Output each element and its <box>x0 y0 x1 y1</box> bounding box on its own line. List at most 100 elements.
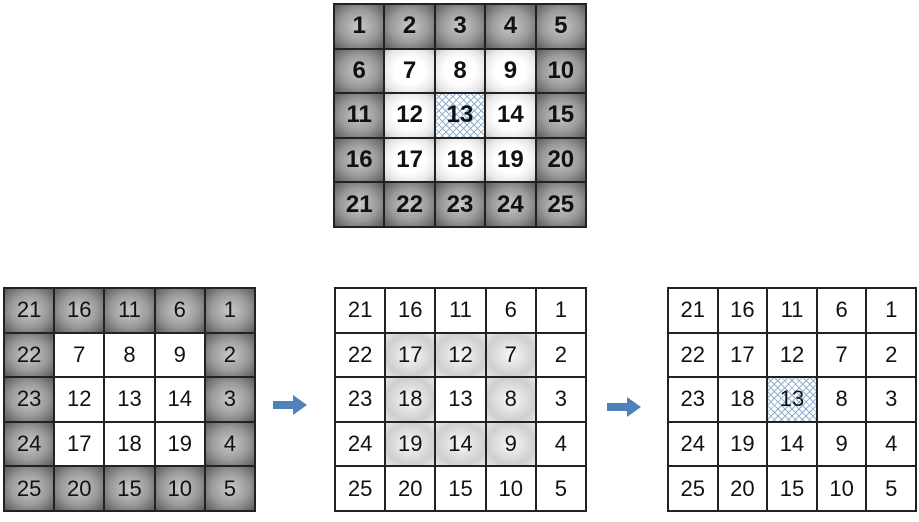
grid-cell: 18 <box>717 377 768 422</box>
grid-cell: 4 <box>866 421 916 467</box>
grid-cell: 20 <box>535 137 586 183</box>
grid-cell: 25 <box>4 466 55 511</box>
grid-cell: 23 <box>668 377 718 422</box>
grid-cell: 1 <box>334 4 385 49</box>
grid-cell: 9 <box>485 48 536 94</box>
grid-cell: 20 <box>54 466 105 511</box>
grid-cell: 16 <box>334 137 385 183</box>
grid-cell: 25 <box>535 182 586 227</box>
grid-cell: 24 <box>335 421 386 467</box>
grid-cell: 3 <box>866 377 916 422</box>
grid-cell: 25 <box>668 466 718 511</box>
grid-cell: 2 <box>866 332 916 378</box>
grid-cell: 13 <box>104 377 155 422</box>
grid-cell: 22 <box>668 332 718 378</box>
grid-cell: 7 <box>816 332 867 378</box>
grid-cell: 20 <box>385 466 436 511</box>
grid-cell: 8 <box>816 377 867 422</box>
grid-cell: 13 <box>434 93 486 138</box>
grid-cell: 5 <box>535 4 586 49</box>
grid-cell: 5 <box>866 466 916 511</box>
grid-cell: 1 <box>535 288 586 333</box>
grid-cell: 13 <box>435 377 486 422</box>
arrow-right-icon <box>273 395 307 415</box>
grid-cell: 16 <box>54 288 105 333</box>
grid-cell: 7 <box>485 332 536 378</box>
grid-cell: 6 <box>154 288 205 333</box>
grid-cell: 11 <box>435 288 486 333</box>
grid-cell: 3 <box>535 377 586 422</box>
grid-cell: 4 <box>535 421 586 467</box>
grid-cell: 13 <box>767 377 817 422</box>
grid-cell: 6 <box>485 288 536 333</box>
grid-cell: 9 <box>816 421 867 467</box>
grid-cell: 9 <box>485 421 536 467</box>
grid-cell: 10 <box>154 466 205 511</box>
grid-cell: 15 <box>767 466 817 511</box>
grid-cell: 23 <box>434 182 486 227</box>
grid-cell: 22 <box>384 182 435 227</box>
grid-cell: 1 <box>204 288 255 333</box>
grid-cell: 18 <box>385 377 436 422</box>
grid-cell: 2 <box>384 4 435 49</box>
grid-cell: 17 <box>385 332 436 378</box>
grid-cell: 19 <box>717 421 768 467</box>
grid-cell: 23 <box>335 377 386 422</box>
grid-cell: 18 <box>104 421 155 467</box>
grid-cell: 8 <box>434 48 486 94</box>
grid-cell: 23 <box>4 377 55 422</box>
grid-cell: 14 <box>154 377 205 422</box>
grid-cell: 2 <box>535 332 586 378</box>
grid-cell: 16 <box>717 288 768 333</box>
arrow-right-icon <box>607 397 641 417</box>
grid-cell: 15 <box>535 93 586 138</box>
grid-cell: 3 <box>434 4 486 49</box>
grid-cell: 1 <box>866 288 916 333</box>
grid-cell: 22 <box>4 332 55 378</box>
grid-cell: 24 <box>668 421 718 467</box>
grid-cell: 25 <box>335 466 386 511</box>
grid-cell: 21 <box>335 288 386 333</box>
grid-cell: 9 <box>154 332 205 378</box>
grid-cell: 6 <box>816 288 867 333</box>
grid-cell: 8 <box>485 377 536 422</box>
grid-cell: 15 <box>435 466 486 511</box>
grid-cell: 8 <box>104 332 155 378</box>
grid-cell: 21 <box>334 182 385 227</box>
grid-cell: 7 <box>54 332 105 378</box>
grid-cell: 4 <box>485 4 536 49</box>
grid-cell: 21 <box>668 288 718 333</box>
grid-cell: 6 <box>334 48 385 94</box>
grid-cell: 19 <box>154 421 205 467</box>
grid-cell: 24 <box>485 182 536 227</box>
grid-cell: 4 <box>204 421 255 467</box>
grid-cell: 3 <box>204 377 255 422</box>
grid-cell: 19 <box>385 421 436 467</box>
grid-cell: 17 <box>54 421 105 467</box>
grid-cell: 12 <box>435 332 486 378</box>
grid-cell: 7 <box>384 48 435 94</box>
grid-cell: 19 <box>485 137 536 183</box>
grid-cell: 20 <box>717 466 768 511</box>
grid-cell: 17 <box>717 332 768 378</box>
grid-cell: 22 <box>335 332 386 378</box>
grid-cell: 10 <box>485 466 536 511</box>
grid-cell: 16 <box>385 288 436 333</box>
grid-cell: 21 <box>4 288 55 333</box>
grid-cell: 24 <box>4 421 55 467</box>
grid-cell: 11 <box>104 288 155 333</box>
grid-cell: 14 <box>767 421 817 467</box>
grid-cell: 11 <box>767 288 817 333</box>
grid-cell: 12 <box>54 377 105 422</box>
grid-cell: 5 <box>204 466 255 511</box>
grid-cell: 2 <box>204 332 255 378</box>
grid-cell: 11 <box>334 93 385 138</box>
grid-cell: 15 <box>104 466 155 511</box>
grid-cell: 18 <box>434 137 486 183</box>
grid-cell: 10 <box>535 48 586 94</box>
grid-cell: 14 <box>435 421 486 467</box>
